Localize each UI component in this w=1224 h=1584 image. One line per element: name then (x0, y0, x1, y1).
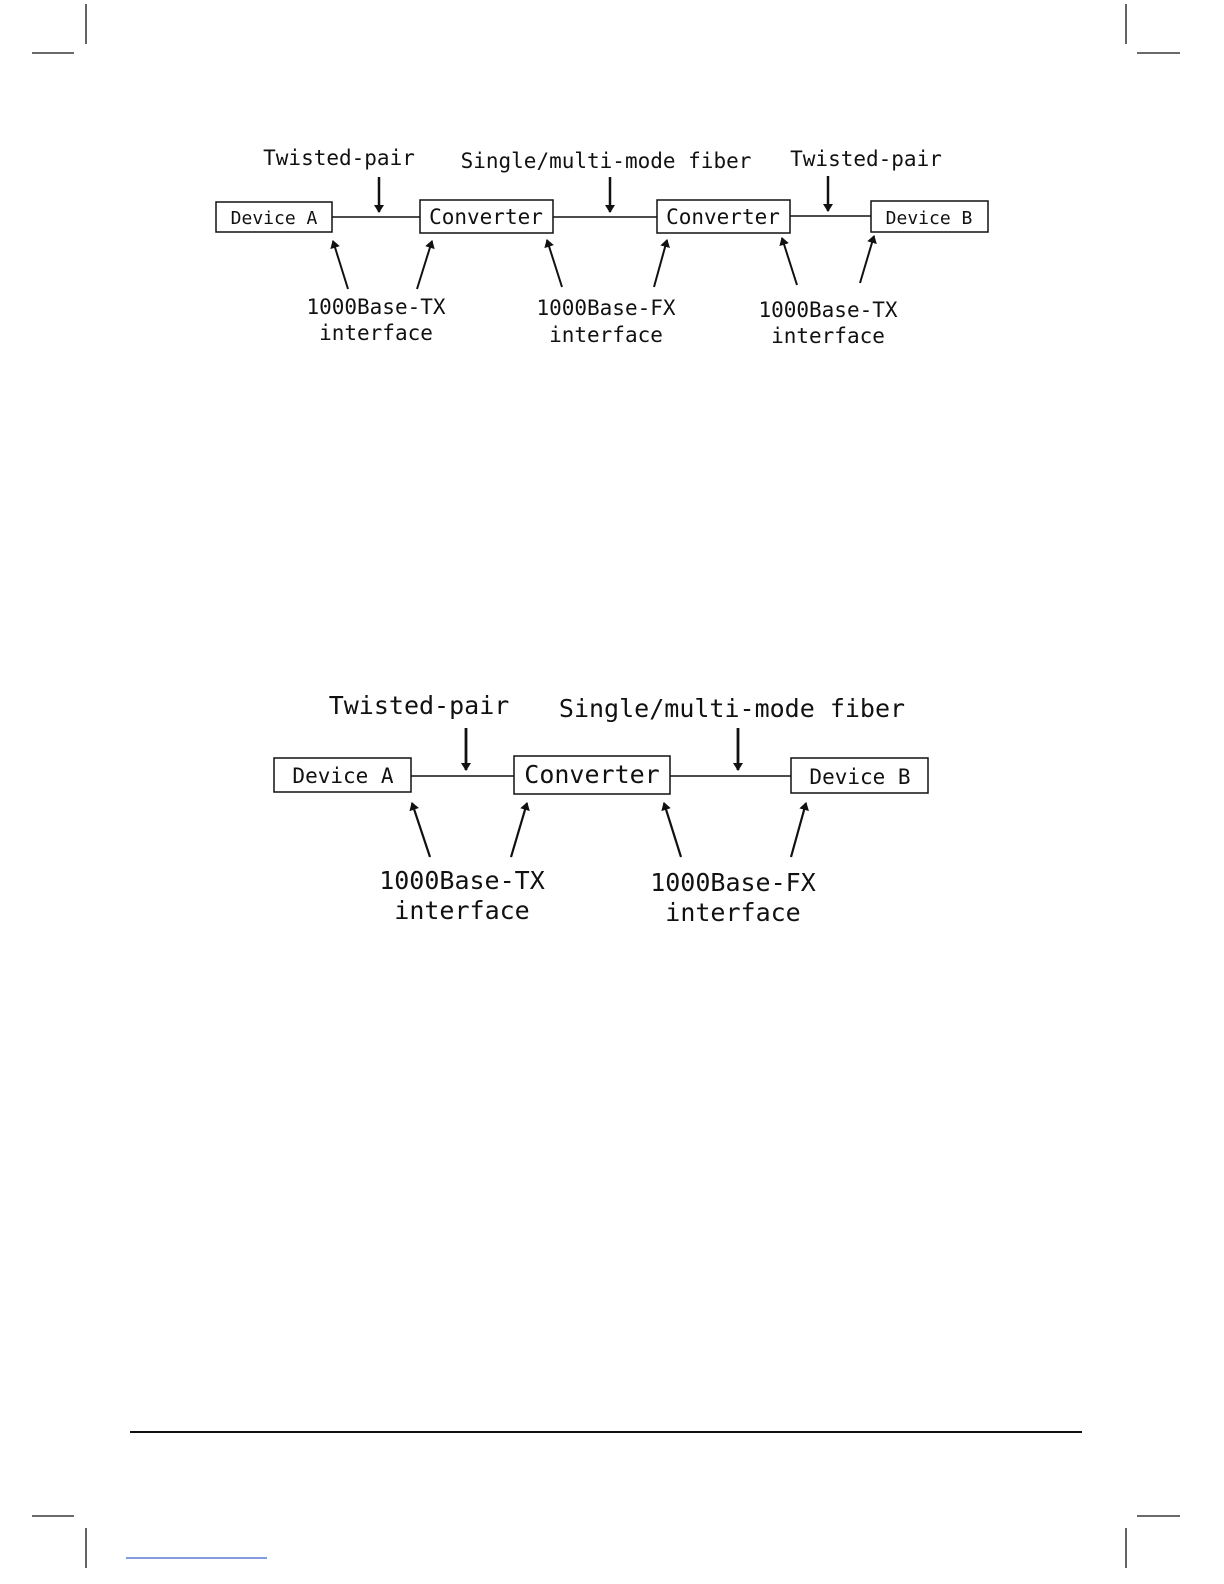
interface-arrow (791, 803, 806, 857)
interface-arrow (860, 236, 874, 283)
interface-arrow (664, 803, 681, 857)
interface-label-fx-sub: interface (665, 898, 800, 927)
device-a-box: Device A (274, 758, 411, 792)
cable-label-twisted-pair-right: Twisted-pair (790, 147, 942, 171)
interface-arrow (333, 241, 348, 289)
device-a-label: Device A (292, 764, 394, 788)
converter-box: Converter (657, 200, 790, 233)
interface-arrow (412, 803, 430, 857)
converter-label: Converter (666, 205, 780, 229)
diagram-one-converter: Twisted-pair Single/multi-mode fiber Dev… (274, 691, 928, 927)
interface-label-tx-sub: interface (319, 321, 433, 345)
interface-label-fx-sub: interface (549, 323, 663, 347)
cable-label-fiber: Single/multi-mode fiber (461, 149, 752, 173)
device-b-label: Device B (886, 208, 973, 229)
interface-arrow (654, 240, 667, 287)
interface-label-tx: 1000Base-TX (306, 295, 445, 319)
interface-label-tx-sub: interface (771, 324, 885, 348)
converter-label: Converter (429, 205, 543, 229)
device-b-box: Device B (871, 201, 988, 232)
interface-arrow (782, 238, 797, 285)
cable-label-twisted-pair-left: Twisted-pair (263, 146, 415, 170)
cable-label-twisted-pair: Twisted-pair (329, 691, 510, 720)
device-b-box: Device B (791, 758, 928, 793)
device-b-label: Device B (809, 765, 910, 789)
converter-label: Converter (524, 760, 659, 789)
diagram-two-converters: Twisted-pair Single/multi-mode fiber Twi… (216, 146, 988, 348)
converter-box: Converter (420, 200, 553, 233)
interface-label-fx: 1000Base-FX (650, 868, 816, 897)
device-a-box: Device A (216, 202, 332, 232)
interface-arrow (511, 803, 527, 857)
cable-label-fiber: Single/multi-mode fiber (559, 694, 905, 723)
interface-label-fx: 1000Base-FX (536, 296, 675, 320)
interface-label-tx: 1000Base-TX (758, 298, 897, 322)
interface-arrow (547, 240, 562, 287)
interface-label-tx: 1000Base-TX (379, 866, 545, 895)
interface-arrow (417, 241, 432, 289)
converter-box: Converter (514, 756, 670, 794)
device-a-label: Device A (231, 208, 318, 229)
interface-label-tx-sub: interface (394, 896, 529, 925)
